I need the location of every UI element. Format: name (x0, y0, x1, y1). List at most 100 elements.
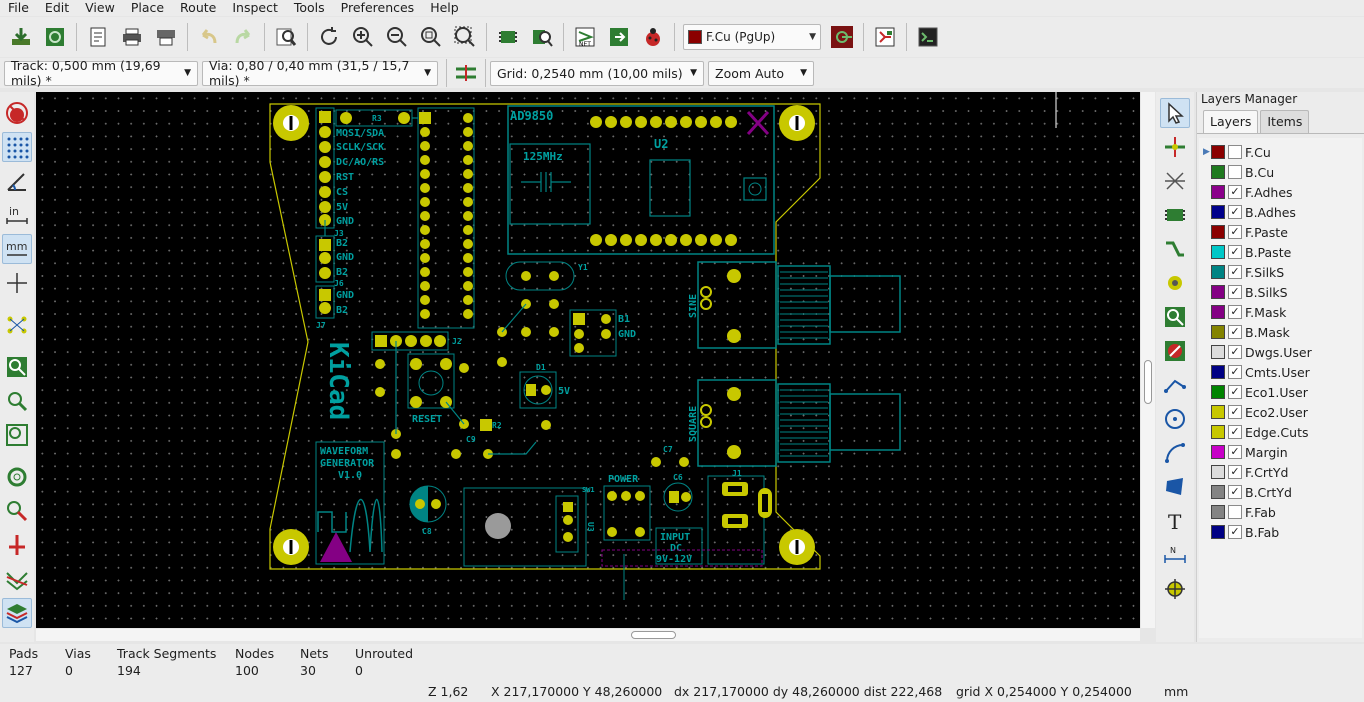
menu-file[interactable]: File (8, 0, 29, 15)
footprint-browser-button[interactable] (527, 22, 557, 52)
undo-button[interactable] (194, 22, 224, 52)
layer-color-swatch[interactable] (1211, 145, 1225, 159)
layer-row-f-silks[interactable]: ✓F.SilkS (1199, 262, 1362, 282)
layer-visibility-checkbox[interactable]: ✓ (1228, 205, 1242, 219)
layer-visibility-checkbox[interactable]: ✓ (1228, 405, 1242, 419)
draw-line-button[interactable] (1160, 370, 1190, 400)
layer-visibility-checkbox[interactable] (1228, 505, 1242, 519)
tracks-sketch-button[interactable] (2, 530, 32, 560)
grid-select[interactable]: Grid: 0,2540 mm (10,00 mils) ▼ (490, 60, 704, 86)
layer-color-swatch[interactable] (1211, 165, 1225, 179)
draw-circle-button[interactable] (1160, 404, 1190, 434)
add-footprint-button[interactable] (1160, 200, 1190, 230)
layer-color-swatch[interactable] (1211, 525, 1225, 539)
layer-color-swatch[interactable] (1211, 325, 1225, 339)
layer-color-swatch[interactable] (1211, 445, 1225, 459)
tab-layers[interactable]: Layers (1203, 110, 1259, 133)
zoom-selection-button[interactable] (450, 22, 480, 52)
layer-visibility-checkbox[interactable]: ✓ (1228, 425, 1242, 439)
layer-color-swatch[interactable] (1211, 405, 1225, 419)
layer-color-swatch[interactable] (1211, 505, 1225, 519)
zoom-fit-button[interactable] (416, 22, 446, 52)
drc-off-button[interactable] (2, 98, 32, 128)
layer-visibility-checkbox[interactable]: ✓ (1228, 325, 1242, 339)
save-board-button[interactable] (6, 22, 36, 52)
layer-row-dwgs-user[interactable]: ✓Dwgs.User (1199, 342, 1362, 362)
layer-row-b-silks[interactable]: ✓B.SilkS (1199, 282, 1362, 302)
pads-sketch-button[interactable] (2, 462, 32, 492)
layer-row-f-adhes[interactable]: ✓F.Adhes (1199, 182, 1362, 202)
menu-help[interactable]: Help (430, 0, 459, 15)
layer-color-swatch[interactable] (1211, 185, 1225, 199)
add-keepout-button[interactable] (1160, 336, 1190, 366)
plot-button[interactable] (151, 22, 181, 52)
layer-visibility-checkbox[interactable]: ✓ (1228, 185, 1242, 199)
grid-toggle-button[interactable] (2, 132, 32, 162)
layer-color-swatch[interactable] (1211, 205, 1225, 219)
active-layer-select[interactable]: F.Cu (PgUp) ▼ (683, 24, 821, 50)
layer-row-eco1-user[interactable]: ✓Eco1.User (1199, 382, 1362, 402)
layer-row-eco2-user[interactable]: ✓Eco2.User (1199, 402, 1362, 422)
add-dimension-button[interactable]: N (1160, 540, 1190, 570)
layer-visibility-checkbox[interactable]: ✓ (1228, 305, 1242, 319)
polar-coords-button[interactable] (2, 166, 32, 196)
auto-track-width-button[interactable] (453, 60, 479, 86)
zoom-select[interactable]: Zoom Auto ▼ (708, 60, 814, 86)
menu-view[interactable]: View (85, 0, 115, 15)
menu-place[interactable]: Place (130, 0, 165, 15)
layer-row-b-paste[interactable]: ✓B.Paste (1199, 242, 1362, 262)
layer-row-edge-cuts[interactable]: ✓Edge.Cuts (1199, 422, 1362, 442)
layer-visibility-checkbox[interactable]: ✓ (1228, 225, 1242, 239)
layer-row-b-cu[interactable]: B.Cu (1199, 162, 1362, 182)
high-contrast-button[interactable] (2, 564, 32, 594)
layer-row-f-crtyd[interactable]: ✓F.CrtYd (1199, 462, 1362, 482)
layer-color-swatch[interactable] (1211, 285, 1225, 299)
vertical-scroll-thumb[interactable] (1144, 360, 1152, 404)
layer-color-swatch[interactable] (1211, 365, 1225, 379)
highlight-net-button[interactable] (1160, 132, 1190, 162)
via-size-select[interactable]: Via: 0,80 / 0,40 mm (31,5 / 15,7 mils) *… (202, 58, 438, 88)
layer-row-f-mask[interactable]: ✓F.Mask (1199, 302, 1362, 322)
layer-color-swatch[interactable] (1211, 265, 1225, 279)
footprint-editor-button[interactable] (493, 22, 523, 52)
layer-row-f-paste[interactable]: ✓F.Paste (1199, 222, 1362, 242)
vertical-scrollbar[interactable] (1141, 92, 1155, 628)
horizontal-scroll-thumb[interactable] (631, 631, 676, 639)
print-button[interactable] (117, 22, 147, 52)
route-track-button[interactable] (1160, 234, 1190, 264)
drc-button[interactable] (638, 22, 668, 52)
layer-color-swatch[interactable] (1211, 465, 1225, 479)
vias-sketch-button[interactable] (2, 496, 32, 526)
layer-row-b-mask[interactable]: ✓B.Mask (1199, 322, 1362, 342)
layer-visibility-checkbox[interactable]: ✓ (1228, 365, 1242, 379)
layer-visibility-checkbox[interactable] (1228, 145, 1242, 159)
layer-row-margin[interactable]: ✓Margin (1199, 442, 1362, 462)
zone-sketch-button[interactable] (2, 420, 32, 450)
layer-row-cmts-user[interactable]: ✓Cmts.User (1199, 362, 1362, 382)
select-tool-button[interactable] (1160, 98, 1190, 128)
layer-row-f-cu[interactable]: ▶F.Cu (1199, 142, 1362, 162)
layer-visibility-checkbox[interactable]: ✓ (1228, 465, 1242, 479)
page-settings-button[interactable] (83, 22, 113, 52)
layer-color-swatch[interactable] (1211, 385, 1225, 399)
zone-fill-button[interactable] (2, 352, 32, 382)
layer-row-b-adhes[interactable]: ✓B.Adhes (1199, 202, 1362, 222)
draw-polygon-button[interactable] (1160, 472, 1190, 502)
add-via-button[interactable] (1160, 268, 1190, 298)
units-inch-button[interactable]: in (2, 200, 32, 230)
layer-color-swatch[interactable] (1211, 345, 1225, 359)
layer-visibility-checkbox[interactable]: ✓ (1228, 345, 1242, 359)
add-text-button[interactable]: T (1160, 506, 1190, 536)
layer-visibility-checkbox[interactable]: ✓ (1228, 525, 1242, 539)
layer-color-swatch[interactable] (1211, 225, 1225, 239)
menu-tools[interactable]: Tools (293, 0, 325, 15)
layer-row-b-fab[interactable]: ✓B.Fab (1199, 522, 1362, 542)
layers-manager-toggle-button[interactable] (2, 598, 32, 628)
redraw-button[interactable] (314, 22, 344, 52)
menu-inspect[interactable]: Inspect (232, 0, 278, 15)
update-pcb-button[interactable] (604, 22, 634, 52)
microwave-tools-button[interactable] (870, 22, 900, 52)
horizontal-scrollbar[interactable] (36, 629, 1140, 641)
layer-row-b-crtyd[interactable]: ✓B.CrtYd (1199, 482, 1362, 502)
pcb-canvas[interactable]: AD9850 U2 125MHz R3 MOSI/SD (36, 92, 1140, 628)
